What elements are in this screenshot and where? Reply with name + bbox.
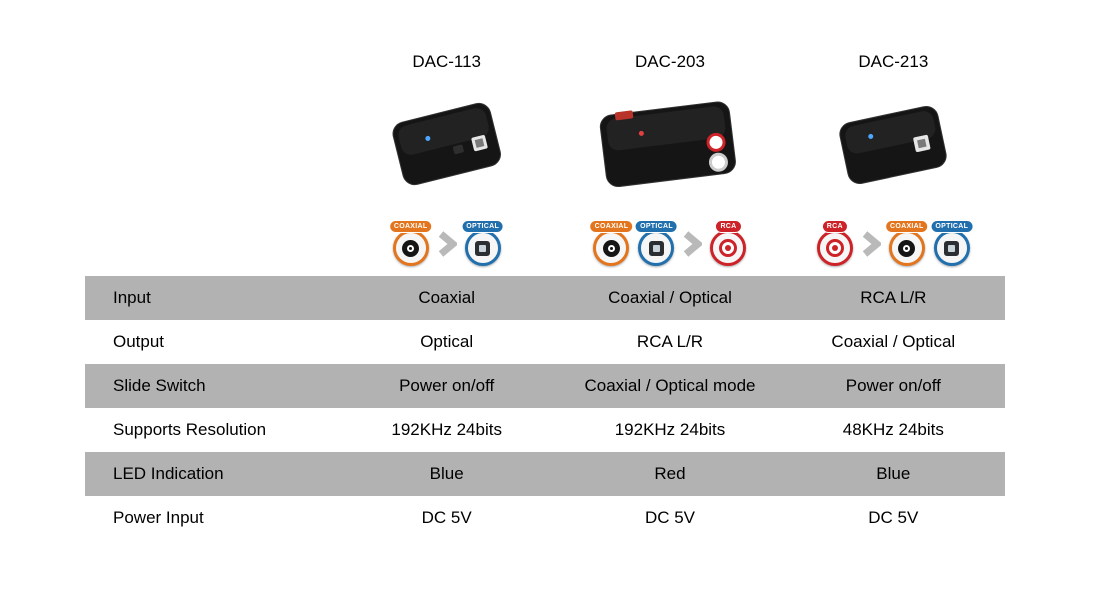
table-row-input: Input Coaxial Coaxial / Optical RCA L/R <box>85 276 1005 320</box>
coaxial-port-icon <box>593 230 630 266</box>
product-name: DAC-203 <box>635 52 705 71</box>
spec-cell: RCA L/R <box>860 288 927 307</box>
optical-badge-label: OPTICAL <box>461 220 505 233</box>
rca-badge: RCA <box>814 218 856 270</box>
optical-port-icon <box>464 230 501 266</box>
coaxial-badge: COAXIAL <box>885 218 929 270</box>
table-row-slide-switch: Slide Switch Power on/off Coaxial / Opti… <box>85 364 1005 408</box>
optical-badge-label: OPTICAL <box>635 220 678 233</box>
spec-cell: Blue <box>429 464 464 483</box>
spec-cell: Coaxial <box>418 288 476 307</box>
rca-badge-label: RCA <box>715 220 742 233</box>
coaxial-port-icon <box>888 230 925 266</box>
chevron-right-icon <box>682 230 703 258</box>
product-name: DAC-113 <box>412 52 481 71</box>
rca-badge: RCA <box>707 218 749 270</box>
product-column-dac-113: DAC-113 COAXIAL OPTICAL <box>335 50 558 272</box>
product-image-dac-203 <box>585 74 755 216</box>
spec-cell: Power on/off <box>399 376 495 395</box>
row-label: LED Indication <box>113 464 224 483</box>
spec-cell: Coaxial / Optical mode <box>584 376 756 395</box>
table-row-led-indication: LED Indication Blue Red Blue <box>85 452 1005 496</box>
spec-cell: Coaxial / Optical <box>831 332 956 351</box>
rca-port-icon <box>710 230 747 266</box>
rca-port-icon <box>816 230 853 266</box>
row-label: Supports Resolution <box>113 420 267 439</box>
spec-table: Input Coaxial Coaxial / Optical RCA L/R … <box>85 276 1005 540</box>
spec-cell: Blue <box>876 464 911 483</box>
io-badges: COAXIAL OPTICAL <box>388 216 505 272</box>
rca-badge-label: RCA <box>821 220 848 233</box>
spec-cell: Optical <box>420 332 474 351</box>
chevron-right-icon <box>437 230 457 258</box>
header-spacer <box>85 50 335 272</box>
coaxial-badge-label: COAXIAL <box>589 220 634 233</box>
optical-badge: OPTICAL <box>930 218 974 270</box>
table-row-power-input: Power Input DC 5V DC 5V DC 5V <box>85 496 1005 540</box>
table-row-output: Output Optical RCA L/R Coaxial / Optical <box>85 320 1005 364</box>
chevron-right-icon <box>861 230 881 258</box>
optical-badge: OPTICAL <box>461 218 505 270</box>
coaxial-badge: COAXIAL <box>388 218 433 270</box>
product-image-dac-113 <box>372 74 522 216</box>
coaxial-port-icon <box>392 230 429 266</box>
optical-badge-label: OPTICAL <box>930 220 974 233</box>
optical-badge: OPTICAL <box>635 218 678 270</box>
optical-port-icon <box>638 230 675 266</box>
table-row-supports-resolution: Supports Resolution 192KHz 24bits 192KHz… <box>85 408 1005 452</box>
product-name: DAC-213 <box>858 52 929 71</box>
spec-cell: DC 5V <box>644 508 696 527</box>
spec-cell: DC 5V <box>868 508 919 527</box>
coaxial-badge: COAXIAL <box>589 218 634 270</box>
spec-cell: Red <box>654 464 686 483</box>
row-label: Slide Switch <box>113 376 206 395</box>
product-image-dac-213 <box>818 74 968 216</box>
row-label: Output <box>113 332 165 351</box>
coaxial-badge-label: COAXIAL <box>885 220 929 233</box>
spec-cell: 48KHz 24bits <box>842 420 944 439</box>
spec-cell: RCA L/R <box>636 332 704 351</box>
spec-cell: 192KHz 24bits <box>614 420 726 439</box>
coaxial-badge-label: COAXIAL <box>388 220 433 233</box>
spec-cell: Power on/off <box>845 376 941 395</box>
spec-cell: 192KHz 24bits <box>391 420 502 439</box>
optical-port-icon <box>933 230 970 266</box>
spec-cell: Coaxial / Optical <box>608 288 732 307</box>
row-label: Power Input <box>113 508 204 527</box>
spec-cell: DC 5V <box>421 508 472 527</box>
row-label: Input <box>113 288 151 307</box>
